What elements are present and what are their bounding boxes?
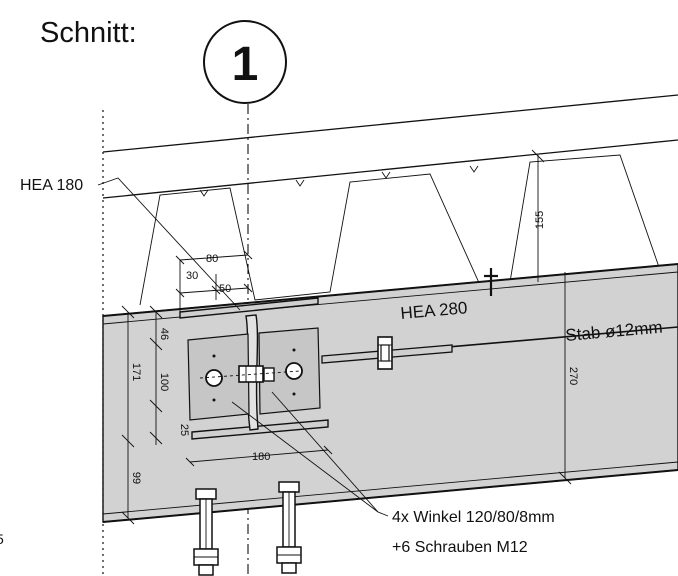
dim-270: 270: [567, 367, 579, 385]
upper-beam-leader: [97, 177, 241, 311]
margin-mark: 5: [0, 531, 4, 547]
dim-155-line: [531, 149, 545, 282]
bottom-bolts: [193, 481, 302, 576]
callout-line-2: +6 Schrauben M12: [392, 539, 528, 556]
dim-99: 99: [130, 472, 142, 484]
upper-slab: [102, 94, 678, 199]
trapezoidal-sheet-inner: [199, 165, 479, 197]
callout-line-1: 4x Winkel 120/80/8mm: [392, 509, 555, 526]
dim-155: 155: [534, 211, 546, 229]
rod-assembly: [321, 326, 678, 370]
dim-46: 46: [158, 328, 170, 340]
dim-top-left: [175, 250, 253, 312]
dim-50: 50: [219, 283, 231, 295]
dim-180: 180: [252, 451, 270, 463]
dim-30: 30: [186, 270, 198, 282]
top-fastener: [484, 268, 498, 296]
dim-25: 25: [178, 424, 190, 436]
section-title: Schnitt:: [40, 17, 137, 49]
dim-270-line: [558, 272, 572, 485]
dim-80: 80: [206, 253, 218, 265]
dim-171: 171: [130, 363, 142, 381]
lower-beam-bottom-flange-inner: [102, 461, 678, 515]
lower-beam-bottom-flange: [102, 469, 678, 523]
dim-100: 100: [158, 373, 170, 391]
upper-beam-label: HEA 180: [20, 177, 83, 194]
dim-left-chain: [121, 305, 163, 525]
plate-bolts: [199, 348, 303, 402]
callout-leaders: [231, 391, 389, 517]
lower-beam-top-flange: [102, 263, 678, 317]
section-marker: 1: [203, 20, 287, 104]
dim-180-line: [185, 445, 333, 467]
section-number: 1: [232, 38, 259, 91]
trapezoidal-sheet: [139, 154, 678, 306]
